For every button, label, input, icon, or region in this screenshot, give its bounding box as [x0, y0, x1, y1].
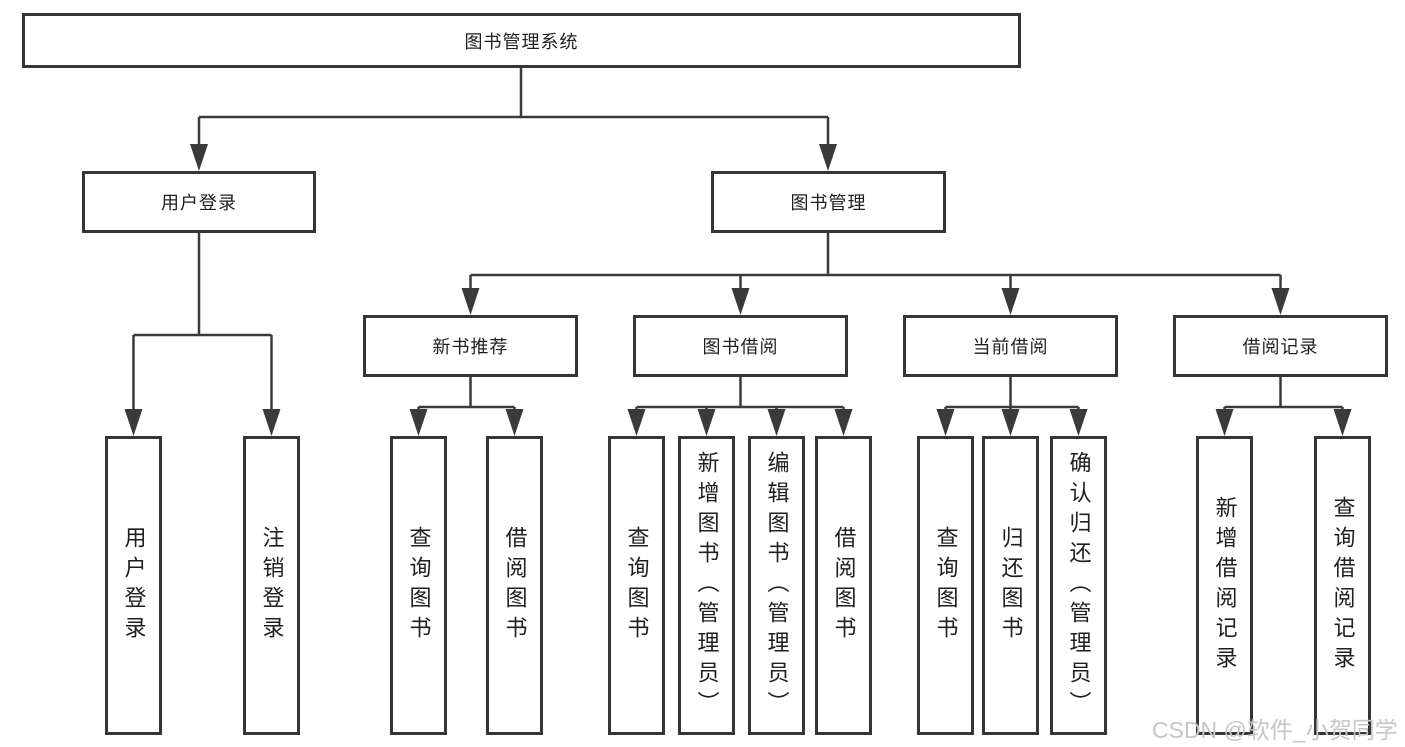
- leaf-logout: 注销登录: [243, 436, 300, 735]
- leaf-edit-book-admin-label: 编辑图书（管理员）: [764, 450, 790, 721]
- leaf-query-borrow-record-label: 查询借阅记录: [1330, 495, 1356, 676]
- csdn-watermark: CSDN @软件_小贺同学: [1152, 717, 1398, 743]
- node-book-management-label: 图书管理: [790, 193, 867, 213]
- leaf-user-login-label: 用户登录: [121, 525, 147, 646]
- node-borrowing-records-label: 借阅记录: [1242, 337, 1319, 357]
- node-user-login: 用户登录: [82, 171, 316, 233]
- leaf-user-login: 用户登录: [105, 436, 162, 735]
- leaf-query-books-recommend: 查询图书: [390, 436, 447, 735]
- leaf-borrow-books-recommend: 借阅图书: [486, 436, 543, 735]
- leaf-query-books-borrow-label: 查询图书: [624, 525, 650, 646]
- leaf-query-books-borrow: 查询图书: [608, 436, 665, 735]
- leaf-add-book-admin-label: 新增图书（管理员）: [694, 450, 720, 721]
- leaf-return-book-label: 归还图书: [998, 525, 1024, 646]
- node-book-borrowing-label: 图书借阅: [702, 337, 779, 357]
- node-book-borrowing: 图书借阅: [633, 315, 848, 377]
- leaf-query-books-current: 查询图书: [917, 436, 974, 735]
- leaf-query-books-recommend-label: 查询图书: [406, 525, 432, 646]
- leaf-borrow-books-label: 借阅图书: [831, 525, 857, 646]
- leaf-borrow-books: 借阅图书: [815, 436, 872, 735]
- leaf-query-books-current-label: 查询图书: [933, 525, 959, 646]
- node-new-book-recommend-label: 新书推荐: [432, 337, 509, 357]
- leaf-confirm-return-admin: 确认归还（管理员）: [1050, 436, 1107, 735]
- node-book-management: 图书管理: [711, 171, 946, 233]
- node-borrowing-records: 借阅记录: [1173, 315, 1388, 377]
- leaf-return-book: 归还图书: [982, 436, 1039, 735]
- node-current-borrowing-label: 当前借阅: [972, 337, 1049, 357]
- leaf-add-borrow-record: 新增借阅记录: [1196, 436, 1253, 735]
- leaf-confirm-return-admin-label: 确认归还（管理员）: [1066, 450, 1092, 721]
- node-root: 图书管理系统: [22, 13, 1021, 68]
- leaf-query-borrow-record: 查询借阅记录: [1314, 436, 1371, 735]
- node-current-borrowing: 当前借阅: [903, 315, 1118, 377]
- leaf-borrow-books-recommend-label: 借阅图书: [502, 525, 528, 646]
- node-user-login-label: 用户登录: [161, 193, 237, 213]
- leaf-edit-book-admin: 编辑图书（管理员）: [748, 436, 805, 735]
- leaf-logout-label: 注销登录: [259, 525, 285, 646]
- leaf-add-book-admin: 新增图书（管理员）: [678, 436, 735, 735]
- leaf-add-borrow-record-label: 新增借阅记录: [1212, 495, 1238, 676]
- node-new-book-recommend: 新书推荐: [363, 315, 578, 377]
- node-root-label: 图书管理系统: [464, 31, 579, 52]
